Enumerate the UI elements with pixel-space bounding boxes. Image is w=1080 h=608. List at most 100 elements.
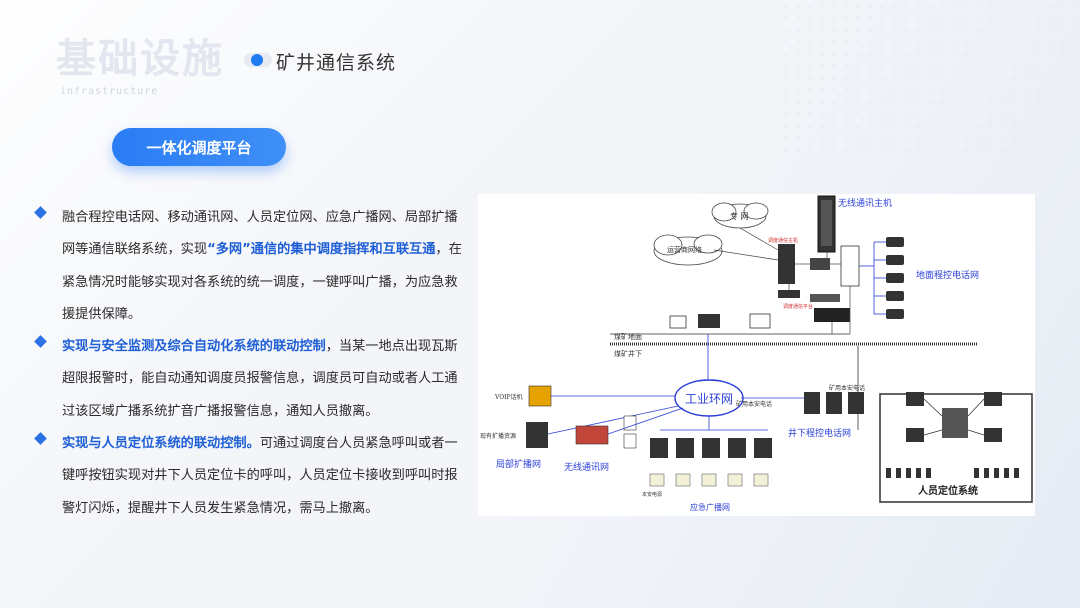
mine-phone-icon: [804, 392, 820, 414]
surface-phone-label: 地面程控电话网: [916, 269, 979, 281]
dispatch-platform-box: [814, 308, 850, 322]
positioning-label: 人员定位系统: [918, 484, 978, 497]
bullet-list: 融合程控电话网、移动通讯网、人员定位网、应急广播网、局部扩播网等通信联络系统，实…: [34, 202, 464, 525]
wireless-link: [607, 407, 684, 435]
card-icon: [926, 468, 931, 478]
power-label: 本安电源: [642, 491, 662, 498]
platform-pill: 一体化调度平台: [112, 128, 286, 166]
broadcast-link: [547, 405, 679, 435]
carrier-net-label: 运营商网络: [667, 245, 702, 254]
bullet-highlight: 实现与安全监测及综合自动化系统的联动控制: [62, 339, 326, 355]
bullet-text: 实现与人员定位系统的联动控制。可通过调度台人员紧急呼叫或者一键呼按钮实现对井下人…: [62, 436, 458, 516]
bullet-item: 实现与安全监测及综合自动化系统的联动控制，当某一地点出现瓦斯超限报警时，能自动通…: [34, 331, 464, 428]
card-icon: [974, 468, 979, 478]
wireless-net-label: 无线通讯网: [564, 461, 609, 473]
bullet-highlight: 实现与人员定位系统的联动控制。: [62, 436, 260, 452]
diamond-bullet-icon: [34, 335, 47, 349]
power-unit-icon: [701, 473, 717, 487]
positioning-readers: [906, 392, 1002, 442]
switch-box: [840, 245, 860, 287]
speaker-icon: [702, 438, 720, 458]
carrier-net-cloud: [653, 234, 723, 266]
voip-phone-icon: [528, 385, 552, 407]
card-icon: [916, 468, 921, 478]
power-unit-icon: [753, 473, 769, 487]
diamond-bullet-icon: [34, 206, 47, 219]
surface-phones: [886, 237, 904, 319]
phone-icon: [886, 291, 904, 301]
underground-label: 煤矿井下: [614, 349, 642, 358]
card-icon: [1014, 468, 1019, 478]
card-icon: [906, 468, 911, 478]
private-net-cloud: [711, 202, 769, 229]
server-icon: [749, 313, 771, 329]
positioning-links: [923, 398, 985, 436]
dispatch-platform-label: 调度通信平台: [783, 303, 813, 310]
reader-icon: [984, 392, 1002, 406]
handset-icon: [623, 415, 637, 431]
ring-label: 工业环网: [685, 392, 733, 406]
card-icon: [1004, 468, 1009, 478]
speaker-icon: [676, 438, 694, 458]
emergency-power-units: [649, 473, 769, 487]
ground-label: 煤矿地面: [614, 332, 642, 341]
bullet-highlight: “多网”通信的集中调度指挥和互联互通: [207, 242, 436, 258]
switch-icon: [698, 314, 720, 328]
underground-phone-label: 井下程控电话网: [788, 427, 851, 439]
card-icon: [896, 468, 901, 478]
dot-pattern: [780, 0, 1080, 160]
speaker-icon: [754, 438, 772, 458]
bullet-text: 融合程控电话网、移动通讯网、人员定位网、应急广播网、局部扩播网等通信联络系统，实…: [62, 210, 462, 322]
reader-icon: [906, 392, 924, 406]
bullet-item: 融合程控电话网、移动通讯网、人员定位网、应急广播网、局部扩播网等通信联络系统，实…: [34, 202, 464, 331]
mine-phone-icon: [826, 392, 842, 414]
emergency-label: 应急广播网: [690, 502, 730, 512]
diamond-bullet-icon: [34, 432, 47, 445]
server-box: [778, 290, 800, 298]
gateway-box: [810, 258, 830, 270]
power-unit-icon: [675, 473, 691, 487]
phone-icon: [886, 309, 904, 319]
reader-icon: [984, 428, 1002, 442]
speaker-icon: [650, 438, 668, 458]
network-diagram: 专 网 运营商网络 无线通讯主机 调度通信主机 调度通信平台: [478, 194, 1035, 516]
dispatch-host-cabinet: [778, 244, 795, 284]
phone-icon: [886, 237, 904, 247]
speaker-icon: [728, 438, 746, 458]
cabinet-panel: [821, 200, 832, 246]
card-icon: [984, 468, 989, 478]
upper-connectors: [713, 227, 851, 334]
network-diagram-svg: 专 网 运营商网络 无线通讯主机 调度通信主机 调度通信平台: [480, 195, 1033, 512]
private-net-label: 专 网: [730, 211, 749, 221]
wireless-base-icon: [575, 425, 609, 445]
speaker-cabinet: [526, 422, 548, 448]
power-unit-icon: [727, 473, 743, 487]
dispatch-host-label: 调度通信主机: [768, 237, 798, 244]
bullet-text: 实现与安全监测及综合自动化系统的联动控制，当某一地点出现瓦斯超限报警时，能自动通…: [62, 339, 458, 419]
section-dot-icon: [244, 53, 272, 67]
pc-icon: [669, 315, 687, 329]
mine-phone-label-b: 矿用本安电话: [736, 400, 772, 408]
bullet-item: 实现与人员定位系统的联动控制。可通过调度台人员紧急呼叫或者一键呼按钮实现对井下人…: [34, 428, 464, 525]
phone-icon: [886, 273, 904, 283]
wireless-host-label: 无线通讯主机: [838, 197, 892, 209]
emergency-speakers: [650, 438, 772, 458]
card-icon: [886, 468, 891, 478]
local-broadcast-res-label: 现有扩播资源: [480, 432, 516, 440]
reader-icon: [906, 428, 924, 442]
power-unit-icon: [649, 473, 665, 487]
mine-phone-icon: [848, 392, 864, 414]
positioning-host-icon: [942, 408, 968, 438]
page-subtitle: infrastructure: [60, 86, 159, 97]
card-icon: [994, 468, 999, 478]
page-title: 基础设施: [56, 36, 224, 82]
section-title: 矿井通信系统: [276, 52, 397, 74]
handset-icon: [623, 433, 637, 449]
underground-phones: [804, 392, 864, 414]
mine-phone-label-a: 矿用本安电话: [829, 384, 865, 392]
surface-phone-tree: [859, 241, 886, 315]
voip-label: VOIP话机: [494, 393, 523, 401]
server-box: [810, 294, 840, 302]
positioning-cards: [886, 468, 1019, 478]
local-broadcast-label: 局部扩播网: [496, 458, 541, 470]
